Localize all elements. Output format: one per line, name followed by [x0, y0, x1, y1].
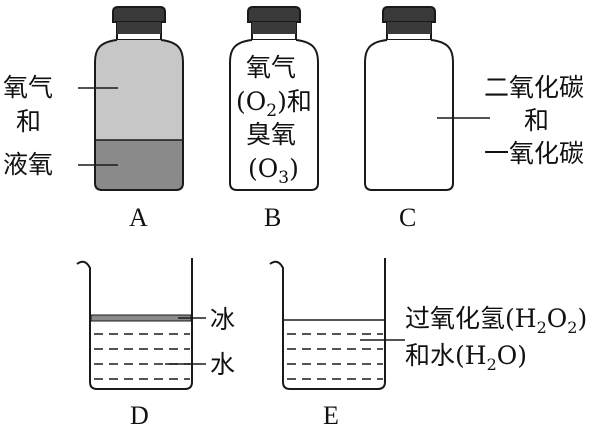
beaker-e-label-h2o: 和水(H2O)	[405, 341, 527, 374]
bottle-c-body	[364, 39, 454, 191]
bottle-b: 氧气 (O2)和 臭氧 (O3) B	[229, 6, 319, 232]
beaker-d-water	[94, 333, 190, 380]
bottle-a-label-liquid-oxygen: 液氧	[3, 150, 53, 179]
bottle-b-body	[229, 39, 319, 191]
bottle-a-letter: A	[129, 203, 148, 232]
bottle-c-label-co: 一氧化碳	[484, 139, 584, 168]
bottle-a: 氧气 和 液氧 A	[3, 6, 184, 232]
bottle-b-label-oxygen: 氧气	[246, 53, 296, 82]
bottle-a-label-and: 和	[16, 107, 41, 136]
bottle-c-letter: C	[399, 203, 416, 232]
bottle-b-stopper	[247, 6, 301, 23]
bottle-b-label-ozone: 臭氧	[246, 120, 296, 149]
beaker-e: 过氧化氢(H2O2) 和水(H2O) E	[269, 258, 587, 430]
beaker-e-letter: E	[323, 401, 339, 430]
bottle-a-liquid	[95, 140, 183, 190]
bottle-c-label-and: 和	[524, 106, 549, 135]
bottle-c: 二氧化碳 和 一氧化碳 C	[364, 6, 584, 232]
bottle-c-label-co2: 二氧化碳	[484, 73, 584, 102]
beaker-e-outline	[269, 258, 386, 390]
bottle-a-stopper	[112, 6, 166, 23]
beaker-e-liquid	[287, 333, 383, 380]
bottle-a-label-oxygen: 氧气	[3, 73, 53, 102]
bottle-c-stopper	[382, 6, 436, 23]
beaker-d-label-water: 水	[210, 350, 235, 379]
bottle-a-gas	[95, 40, 183, 140]
bottle-b-label-o2: (O2)和	[236, 87, 312, 121]
beaker-d-label-ice: 冰	[210, 305, 235, 334]
beaker-d-letter: D	[130, 401, 149, 430]
bottle-b-letter: B	[264, 203, 281, 232]
beaker-e-label-h2o2: 过氧化氢(H2O2)	[405, 304, 587, 337]
beaker-d-ice	[90, 314, 192, 322]
bottle-b-label-o3: (O3)	[248, 154, 299, 188]
beaker-d-outline	[76, 258, 193, 390]
beaker-d: 冰 水 D	[76, 258, 235, 430]
